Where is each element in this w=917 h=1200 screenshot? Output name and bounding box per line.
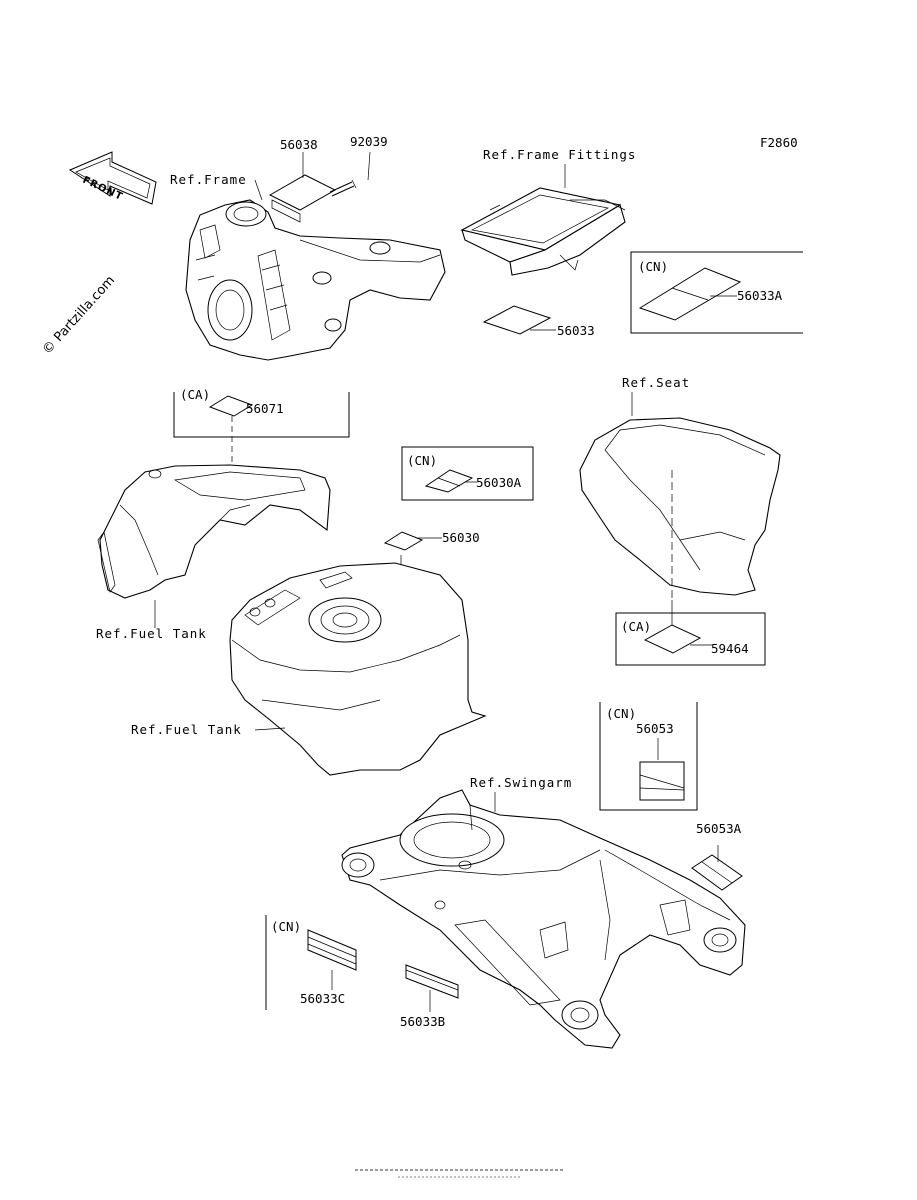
- sticker-56030: [383, 531, 424, 551]
- label-56033: 56033: [557, 323, 595, 338]
- label-56038: 56038: [280, 137, 318, 152]
- tray-part: [460, 187, 626, 276]
- sticker-56033B: [405, 964, 459, 999]
- region-box-cn1: [630, 251, 803, 334]
- front-arrow-icon: FRONT: [68, 151, 157, 205]
- sticker-56071: [208, 395, 254, 417]
- watermark: © Partzilla.com: [40, 273, 118, 358]
- label-56071: 56071: [246, 401, 284, 416]
- region-ca2: (CA): [621, 619, 651, 634]
- region-ca1: (CA): [180, 387, 210, 402]
- label-56053A: 56053A: [696, 821, 742, 836]
- ref-fuel-tank-1: Ref.Fuel Tank: [96, 626, 207, 641]
- label-56053: 56053: [636, 721, 674, 736]
- region-cn2: (CN): [407, 453, 437, 468]
- label-56033C: 56033C: [300, 991, 345, 1006]
- sticker-56030A: [424, 469, 474, 493]
- region-cn4: (CN): [271, 919, 301, 934]
- fuel-tank-part: [229, 562, 487, 776]
- sticker-59464: [643, 624, 702, 654]
- sticker-56033A: [638, 267, 742, 321]
- ref-fuel-tank-2: Ref.Fuel Tank: [131, 722, 242, 737]
- label-56030A: 56030A: [476, 475, 522, 490]
- label-92039: 92039: [350, 134, 388, 149]
- copyright-footer: [355, 1169, 563, 1178]
- sticker-56033C: [307, 929, 357, 971]
- ref-swingarm: Ref.Swingarm: [470, 775, 572, 790]
- ref-frame: Ref.Frame: [170, 172, 247, 187]
- sticker-56053: [639, 761, 685, 801]
- frame-part: [185, 199, 446, 361]
- region-box-cn2: [401, 446, 534, 501]
- region-box-ca1: [173, 392, 350, 438]
- label-59464: 59464: [711, 641, 749, 656]
- swingarm-part: [341, 789, 746, 1049]
- bracket-56038: [268, 174, 337, 223]
- ref-seat: Ref.Seat: [622, 375, 690, 390]
- label-56033A: 56033A: [737, 288, 783, 303]
- diagram-code: F2860: [760, 135, 798, 150]
- region-cn3: (CN): [606, 706, 636, 721]
- screw-92039: [329, 179, 357, 197]
- sticker-56033: [482, 305, 552, 335]
- seat-part: [579, 417, 781, 596]
- label-56033B: 56033B: [400, 1014, 445, 1029]
- region-box-ca2: [615, 612, 766, 666]
- region-cn1: (CN): [638, 259, 668, 274]
- ref-frame-fittings: Ref.Frame Fittings: [483, 147, 636, 162]
- fuel-tank-cover-part: [97, 464, 331, 599]
- region-box-cn3: [599, 702, 698, 811]
- label-56030: 56030: [442, 530, 480, 545]
